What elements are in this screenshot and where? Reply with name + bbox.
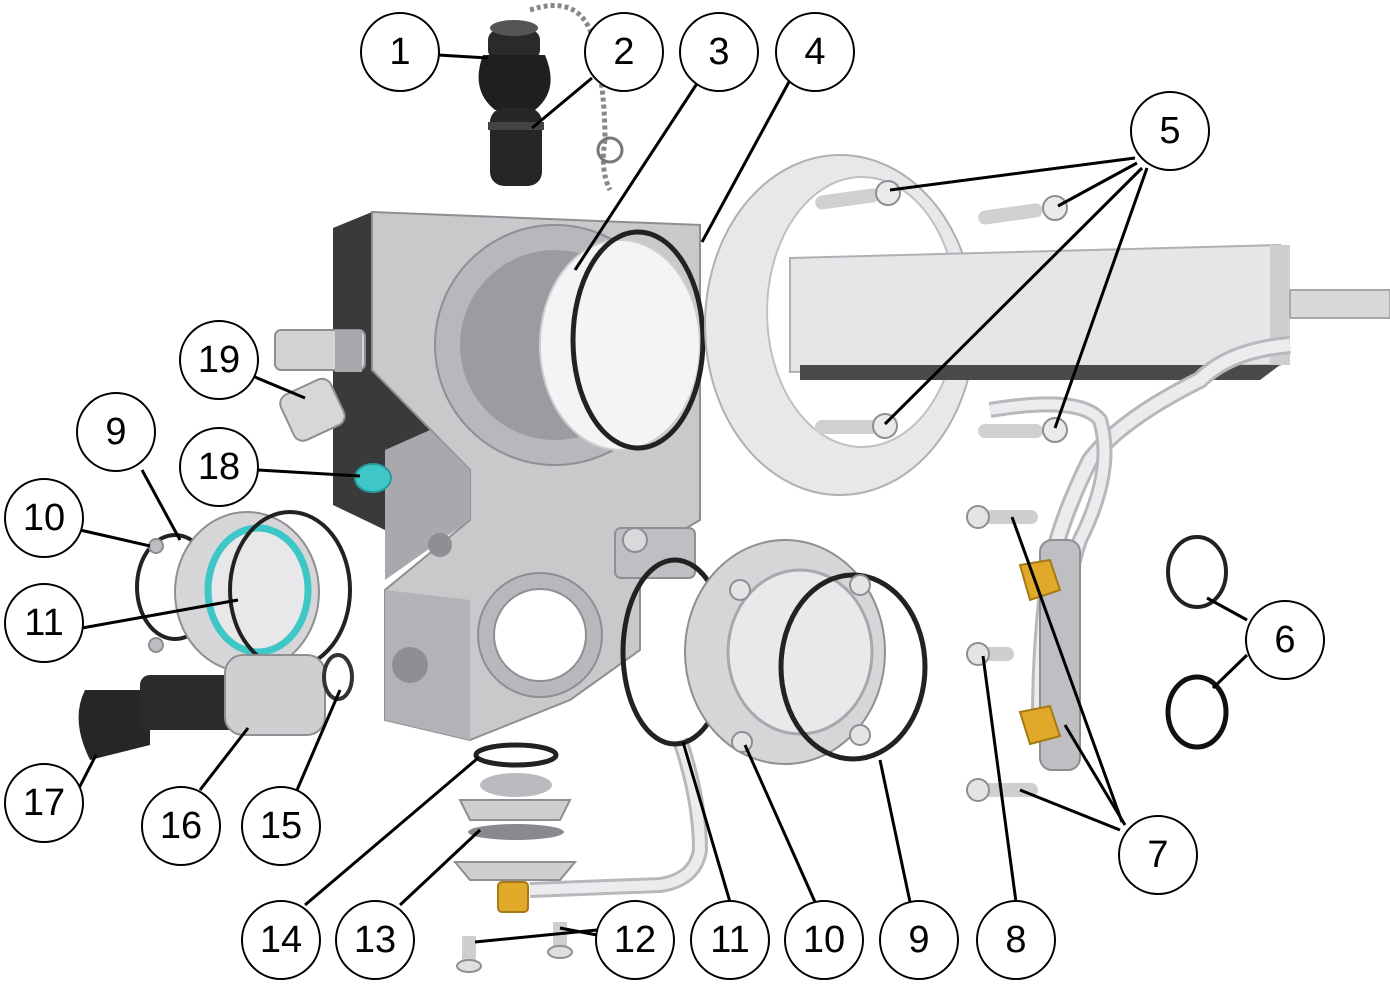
callout-label-1: 1 bbox=[389, 31, 410, 73]
callout-label-14: 14 bbox=[260, 919, 302, 961]
callout-10-left: 10 bbox=[4, 478, 84, 558]
callout-label-8: 8 bbox=[1005, 919, 1026, 961]
callout-label-17: 17 bbox=[23, 782, 65, 824]
callout-14: 14 bbox=[241, 900, 321, 980]
callout-label-16: 16 bbox=[160, 805, 202, 847]
callout-label-9-left: 9 bbox=[105, 411, 126, 453]
callout-19: 19 bbox=[179, 320, 259, 400]
part-plug-top bbox=[478, 20, 551, 186]
callout-12: 12 bbox=[595, 900, 675, 980]
callout-5: 5 bbox=[1130, 91, 1210, 171]
callout-17: 17 bbox=[4, 763, 84, 843]
leader-lines bbox=[76, 53, 1249, 944]
callout-label-12: 12 bbox=[614, 919, 656, 961]
callout-15: 15 bbox=[241, 786, 321, 866]
part-orings-6 bbox=[1165, 535, 1229, 750]
part-teal-seal bbox=[354, 463, 392, 493]
callout-6: 6 bbox=[1245, 600, 1325, 680]
callout-label-6: 6 bbox=[1274, 619, 1295, 661]
callout-18: 18 bbox=[179, 427, 259, 507]
part-left-handle bbox=[78, 653, 354, 760]
callout-11-left: 11 bbox=[4, 583, 84, 663]
callout-2: 2 bbox=[584, 12, 664, 92]
callout-label-15: 15 bbox=[260, 805, 302, 847]
part-bottom-port bbox=[452, 742, 578, 973]
callout-1: 1 bbox=[360, 12, 440, 92]
callout-9-bottom: 9 bbox=[879, 900, 959, 980]
callout-10-bottom: 10 bbox=[784, 900, 864, 980]
part-right-body bbox=[704, 154, 1390, 496]
callout-11-bottom: 11 bbox=[690, 900, 770, 980]
part-right-sightglass bbox=[620, 539, 928, 765]
callout-label-11-left: 11 bbox=[24, 602, 63, 644]
callouts: 1 2 3 4 5 6 7 8 9 10 11 12 13 14 15 16 1… bbox=[4, 12, 1325, 980]
callout-label-13: 13 bbox=[354, 919, 396, 961]
callout-7: 7 bbox=[1118, 815, 1198, 895]
part-side-fitting bbox=[274, 329, 366, 372]
callout-label-11-bottom: 11 bbox=[710, 919, 749, 961]
part-insert-and-oring bbox=[539, 229, 706, 451]
callout-3: 3 bbox=[679, 12, 759, 92]
callout-13: 13 bbox=[335, 900, 415, 980]
callout-9-left: 9 bbox=[76, 392, 156, 472]
callout-label-19: 19 bbox=[198, 339, 240, 381]
callout-label-9-bottom: 9 bbox=[908, 919, 929, 961]
callout-label-10-bottom: 10 bbox=[803, 919, 845, 961]
callout-label-2: 2 bbox=[613, 31, 634, 73]
callout-label-10-left: 10 bbox=[23, 497, 65, 539]
callout-8: 8 bbox=[976, 900, 1056, 980]
callout-label-18: 18 bbox=[198, 446, 240, 488]
parts-drawing bbox=[78, 3, 1390, 973]
callout-label-4: 4 bbox=[804, 31, 825, 73]
callout-16: 16 bbox=[141, 786, 221, 866]
part-left-sightglass bbox=[135, 510, 352, 673]
callout-4: 4 bbox=[775, 12, 855, 92]
callout-label-5: 5 bbox=[1159, 110, 1180, 152]
part-screws-right bbox=[966, 505, 1038, 802]
part-tubes bbox=[497, 336, 1291, 913]
callout-label-3: 3 bbox=[708, 31, 729, 73]
callout-label-7: 7 bbox=[1147, 834, 1168, 876]
